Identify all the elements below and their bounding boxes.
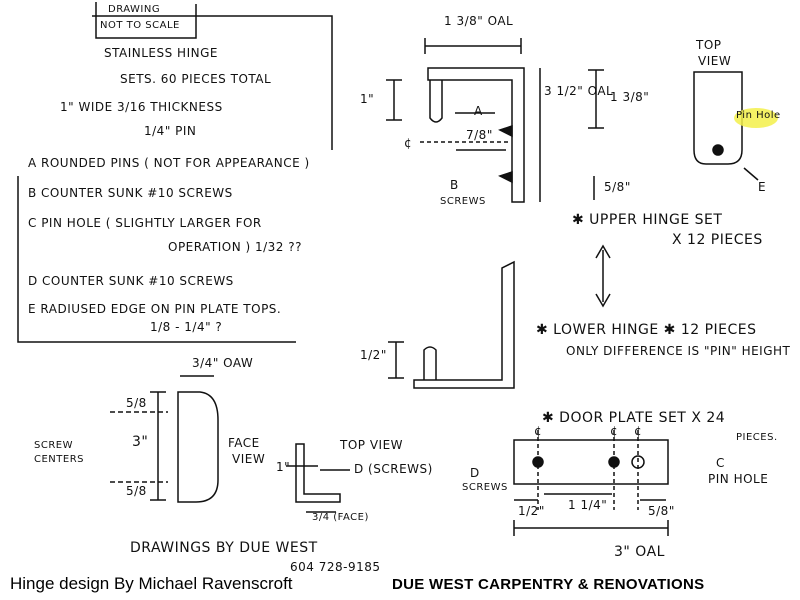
upper-dim-top: 1 3/8" OAL: [444, 14, 514, 28]
edge-label: E: [758, 180, 767, 194]
upper-dim-bottom: 5/8": [604, 180, 631, 194]
highlight-mark: [734, 108, 778, 128]
label-centerline: ¢: [404, 136, 413, 150]
stamp-line-1: DRAWING: [108, 4, 161, 15]
face-dim-a: 5/8: [126, 396, 147, 410]
note-e: E RADIUSED EDGE ON PIN PLATE TOPS.: [28, 302, 282, 316]
face-dim-b: 5/8: [126, 484, 147, 498]
label-screws: SCREWS: [440, 196, 486, 207]
stamp-line-2: NOT TO SCALE: [100, 20, 180, 31]
note-c-continued: OPERATION ) 1/32 ??: [168, 240, 302, 254]
center-mark-1: ¢: [534, 424, 543, 438]
upper-dim-left: 1": [360, 92, 375, 106]
door-plate-dim-c: 5/8": [648, 504, 675, 518]
face-view-label-2: VIEW: [232, 452, 266, 466]
center-mark-2: ¢: [610, 424, 619, 438]
upper-caption-1: ✱ UPPER HINGE SET: [572, 212, 723, 228]
label-b: B: [450, 178, 459, 192]
lower-caption-2: ONLY DIFFERENCE IS "PIN" HEIGHT: [566, 344, 791, 358]
note-d: D COUNTER SUNK #10 SCREWS: [28, 274, 234, 288]
screw-centers-1: SCREW: [34, 440, 73, 451]
small-top-view-screws: D (SCREWS): [354, 462, 433, 476]
label-a: A: [474, 104, 483, 118]
door-plate-dim-a: 1/2": [518, 504, 545, 518]
lower-dim: 1/2": [360, 348, 387, 362]
lower-hinge-drawing: [388, 260, 515, 389]
upper-dim-gap: 7/8": [466, 128, 493, 142]
screw-centers-2: CENTERS: [34, 454, 85, 465]
door-plate-title: ✱ DOOR PLATE SET X 24: [542, 410, 726, 426]
upper-caption-2: X 12 PIECES: [672, 232, 763, 248]
note-b: B COUNTER SUNK #10 SCREWS: [28, 186, 233, 200]
top-view-title-1: TOP: [696, 38, 722, 52]
notes-bracket: [17, 176, 296, 343]
door-plate-label-pin-hole: PIN HOLE: [708, 472, 769, 486]
note-e-continued: 1/8 - 1/4" ?: [150, 320, 223, 334]
door-plate-drawing: [513, 430, 669, 536]
small-top-view-face: 3/4 (FACE): [312, 512, 369, 523]
small-top-view-height: 1": [276, 460, 291, 474]
stamp-box: [95, 2, 197, 39]
center-mark-3: ¢: [634, 424, 643, 438]
small-top-view-drawing: [286, 443, 350, 513]
small-top-view-title: TOP VIEW: [340, 438, 404, 452]
note-a: A ROUNDED PINS ( NOT FOR APPEARANCE ): [28, 156, 310, 170]
upper-hinge-drawing: [386, 38, 604, 203]
door-plate-dim-oal: 3" OAL: [614, 544, 665, 560]
header-box-outline: [92, 15, 333, 150]
door-plate-pieces: PIECES.: [736, 432, 778, 443]
upper-dim-height: 3 1/2" OAL: [544, 84, 614, 98]
pin-hole-label: Pin Hole: [736, 110, 781, 121]
signature-line-1: DRAWINGS BY DUE WEST: [130, 540, 318, 556]
company-name: DUE WEST CARPENTRY & RENOVATIONS: [392, 576, 705, 593]
spec-line-4: 1/4" PIN: [144, 124, 197, 138]
face-dim-main: 3": [132, 434, 149, 450]
spec-line-2: SETS. 60 PIECES TOTAL: [120, 72, 272, 86]
note-c: C PIN HOLE ( SLIGHTLY LARGER FOR: [28, 216, 262, 230]
lower-caption-1: ✱ LOWER HINGE ✱ 12 PIECES: [536, 322, 757, 338]
door-plate-label-c: C: [716, 456, 725, 470]
signature-line-2: 604 728-9185: [290, 560, 381, 574]
spec-line-3: 1" WIDE 3/16 THICKNESS: [60, 100, 223, 114]
face-view-drawing: [110, 375, 219, 503]
door-plate-dim-b: 1 1/4": [568, 498, 608, 512]
top-view-title-2: VIEW: [698, 54, 732, 68]
face-view-label-1: FACE: [228, 436, 260, 450]
pin-plate-top-view: [693, 71, 759, 181]
designer-credit: Hinge design By Michael Ravenscroft: [10, 574, 293, 593]
door-plate-label-d-screws: SCREWS: [462, 482, 508, 493]
upper-dim-right: 1 3/8": [610, 90, 650, 104]
face-dim-top: 3/4" OAW: [192, 356, 254, 370]
door-plate-label-d: D: [470, 466, 480, 480]
spec-line-1: STAINLESS HINGE: [104, 46, 218, 60]
